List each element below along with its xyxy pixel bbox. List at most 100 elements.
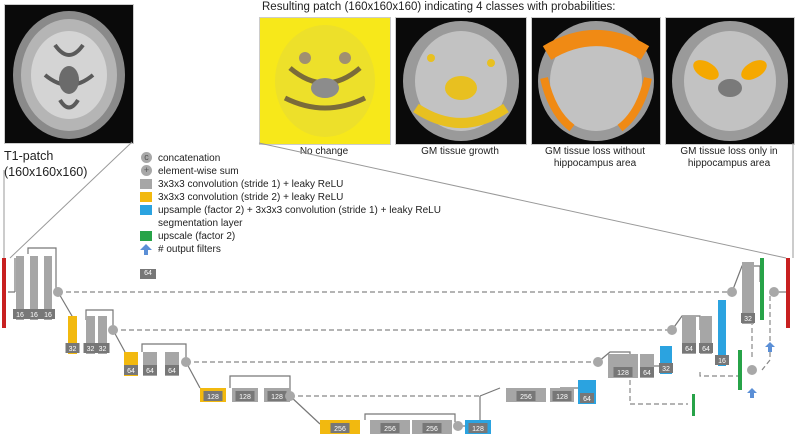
- legend-arrow: # output filters: [140, 243, 441, 256]
- conv-swatch: [140, 179, 152, 189]
- enc-down-3-filter-badge: [124, 365, 138, 375]
- concatenation-node-7: [667, 325, 677, 335]
- sum-node-9: [769, 287, 779, 297]
- enc-conv-1b-block: [30, 256, 38, 320]
- enc-conv-1c-block: [44, 256, 52, 320]
- concatenation-node-8: [727, 287, 737, 297]
- dec-conv-2a-filter-badge: [682, 343, 696, 353]
- legend-concatenation: c concatenation: [140, 152, 441, 165]
- enc-conv-4b-filter-label: 128: [271, 394, 283, 401]
- dec-conv-1a-filter-badge: [741, 313, 755, 323]
- dec-conv-3a-filter-label: 128: [617, 370, 629, 377]
- dec-conv-2a-filter-label: 64: [685, 346, 693, 353]
- enc-conv-4b-filter-badge: [267, 391, 287, 401]
- enc-conv-1b-filter-badge: [27, 309, 41, 319]
- enc-conv-1c-filter-label: 16: [44, 312, 52, 319]
- upsample-swatch: [140, 205, 152, 215]
- enc-down-4-filter-label: 128: [207, 394, 219, 401]
- legend-upsample: upsample (factor 2) + 3x3x3 convolution …: [140, 204, 441, 217]
- dec-up-2-filter-label: 32: [662, 366, 670, 373]
- concatenation-node-3: [181, 357, 191, 367]
- enc-conv-2b-filter-badge: [95, 343, 110, 353]
- output-filter-arrow-icon-1: [765, 342, 775, 352]
- output-gm-growth-image: [395, 17, 527, 145]
- enc-conv-3a-filter-label: 64: [146, 368, 154, 375]
- output-gm-loss-image: [531, 17, 661, 145]
- concatenation-node-2: [108, 325, 118, 335]
- concatenation-icon: c: [141, 152, 152, 163]
- enc-down-2-block: [68, 316, 77, 354]
- bottleneck-conv-a-filter-badge: [380, 423, 400, 433]
- legend-upscale: upscale (factor 2): [140, 230, 441, 243]
- enc-conv-2a-filter-label: 32: [87, 346, 95, 353]
- output-hippocampus-loss-image: [665, 17, 795, 145]
- enc-conv-1a-filter-badge: [13, 309, 27, 319]
- upscale-block-3: [692, 394, 695, 416]
- bottleneck-down-filter-label: 256: [334, 426, 346, 433]
- dec-up-3-filter-badge: [580, 393, 594, 403]
- upscale-block-1: [760, 258, 764, 320]
- concatenation-node-4: [285, 391, 295, 401]
- dec-conv-3a-filter-badge: [613, 367, 633, 377]
- sum-node-10: [747, 365, 757, 375]
- enc-down-4-filter-badge: [203, 391, 223, 401]
- enc-conv-1a-filter-label: 16: [16, 312, 24, 319]
- upscale-swatch: [140, 231, 152, 241]
- legend-sum: + element-wise sum: [140, 165, 441, 178]
- enc-conv-3b-filter-badge: [165, 365, 179, 375]
- sum-icon: +: [141, 165, 152, 176]
- enc-down-3-filter-label: 64: [127, 368, 135, 375]
- legend-conv: 3x3x3 convolution (stride 1) + leaky ReL…: [140, 178, 441, 191]
- output-no-change-caption: No change: [299, 146, 349, 157]
- dec-up-1-filter-label: 16: [718, 358, 726, 365]
- filter-count-badge: 64: [140, 269, 156, 279]
- bottleneck-conv-a-filter-label: 256: [384, 426, 396, 433]
- dec-conv-1a-filter-label: 32: [744, 316, 752, 323]
- concatenation-node-1: [53, 287, 63, 297]
- concatenation-node-5: [453, 421, 463, 431]
- enc-conv-1c-filter-badge: [41, 309, 55, 319]
- enc-down-2-filter-label: 32: [69, 346, 77, 353]
- up-arrow-icon: [140, 244, 152, 255]
- enc-conv-2b-filter-label: 32: [99, 346, 107, 353]
- dec-up-2-filter-badge: [659, 363, 673, 373]
- output-filter-arrow-icon-2: [747, 388, 757, 398]
- dec-conv-4a-filter-badge: [516, 391, 536, 401]
- results-title: Resulting patch (160x160x160) indicating…: [262, 1, 616, 13]
- dec-conv-4a-filter-label: 256: [520, 394, 532, 401]
- enc-conv-2b-block: [98, 316, 107, 354]
- enc-conv-4a-filter-badge: [235, 391, 255, 401]
- dec-up-1-block: [718, 300, 726, 366]
- bottleneck-down-filter-badge: [330, 423, 350, 433]
- enc-conv-3a-filter-badge: [143, 365, 157, 375]
- enc-conv-2a-block: [86, 316, 95, 354]
- legend: c concatenation + element-wise sum 3x3x3…: [140, 152, 441, 256]
- dec-conv-3b-filter-badge: [640, 367, 654, 377]
- dec-up-3-filter-label: 64: [583, 396, 591, 403]
- dec-up-4-filter-label: 128: [472, 426, 484, 433]
- output-gm-growth-caption: GM tissue growth: [421, 146, 499, 157]
- enc-conv-2a-filter-badge: [83, 343, 98, 353]
- legend-conv-stride2: 3x3x3 convolution (stride 2) + leaky ReL…: [140, 191, 441, 204]
- dec-conv-2b-filter-badge: [699, 343, 713, 353]
- dec-conv-4b-filter-label: 128: [556, 394, 568, 401]
- bottleneck-conv-b-filter-badge: [422, 423, 442, 433]
- enc-conv-4a-filter-label: 128: [239, 394, 251, 401]
- dec-conv-1a-block: [742, 262, 754, 324]
- concatenation-node-6: [593, 357, 603, 367]
- dec-conv-3b-filter-label: 64: [643, 370, 651, 377]
- enc-down-2-filter-badge: [65, 343, 80, 353]
- output-layer: [786, 258, 790, 328]
- bottleneck-conv-b-filter-label: 256: [426, 426, 438, 433]
- dec-conv-2b-filter-label: 64: [702, 346, 710, 353]
- input-layer: [2, 258, 6, 328]
- input-caption: T1-patch (160x160x160): [4, 149, 88, 179]
- dec-up-1-filter-badge: [715, 355, 729, 365]
- stride2-swatch: [140, 192, 152, 202]
- output-gm-loss-caption: GM tissue loss without hippocampus area: [544, 146, 646, 169]
- t1-input-image: [4, 4, 134, 144]
- legend-segmentation: segmentation layer: [158, 218, 243, 229]
- enc-conv-1b-filter-label: 16: [30, 312, 38, 319]
- dec-up-4-filter-badge: [468, 423, 488, 433]
